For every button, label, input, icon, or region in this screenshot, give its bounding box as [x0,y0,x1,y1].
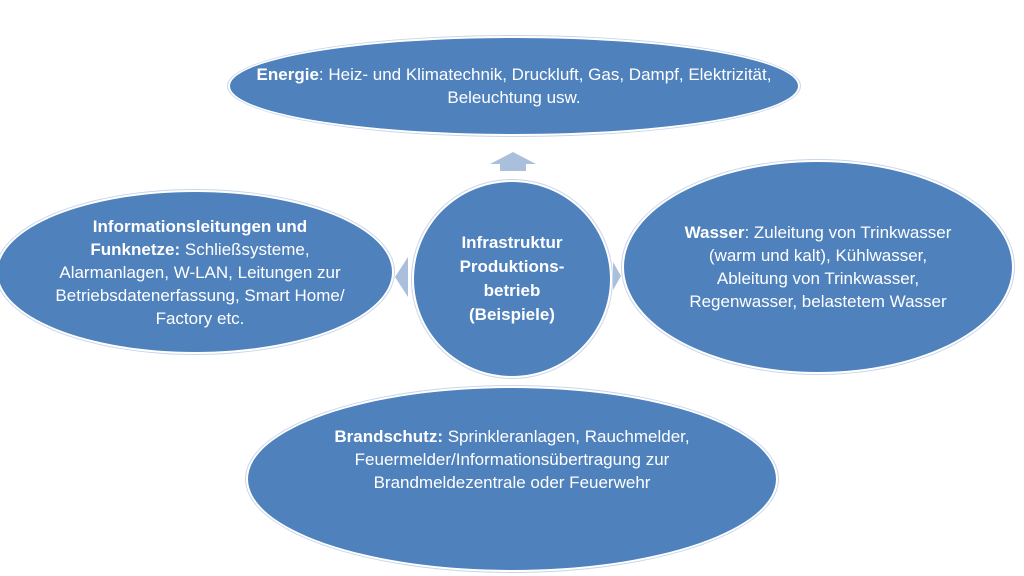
water-title: Wasser [684,223,745,242]
water-node: Wasser: Zuleitung von Trinkwasser (warm … [622,160,1014,374]
information-title: Informationsleitungen und Funknetze: [90,216,308,259]
water-text: Wasser: Zuleitung von Trinkwasser (warm … [683,221,953,313]
arrow-left-icon [395,257,408,297]
energy-description: Heiz- und Klimatechnik, Druckluft, Gas, … [323,65,772,107]
fire-protection-text: Brandschutz: Sprinkleranlagen, Rauchmeld… [312,425,712,494]
fire-protection-title: Brandschutz: [334,426,443,446]
arrow-up-icon [490,152,536,171]
energy-title: Energie [256,65,319,84]
fire-protection-description: Sprinkleranlagen, Rauchmelder, Feuermeld… [354,426,690,492]
fire-protection-node: Brandschutz: Sprinkleranlagen, Rauchmeld… [246,386,778,572]
information-text: Informationsleitungen und Funknetze: Sch… [55,215,345,330]
center-node: Infrastruktur Produktions-betrieb (Beisp… [412,180,612,378]
energy-text: Energie: Heiz- und Klimatechnik, Drucklu… [254,63,774,109]
energy-separator: : [318,65,324,84]
center-label: Infrastruktur Produktions-betrieb (Beisp… [459,233,565,324]
water-separator: : [744,223,750,242]
water-description: Zuleitung von Trinkwasser (warm und kalt… [689,223,952,311]
arrow-right-icon [613,262,621,290]
information-description: Schließsysteme, Alarmanlagen, W-LAN, Lei… [55,239,345,328]
energy-node: Energie: Heiz- und Klimatechnik, Drucklu… [228,36,800,136]
information-node: Informationsleitungen und Funknetze: Sch… [0,190,394,354]
